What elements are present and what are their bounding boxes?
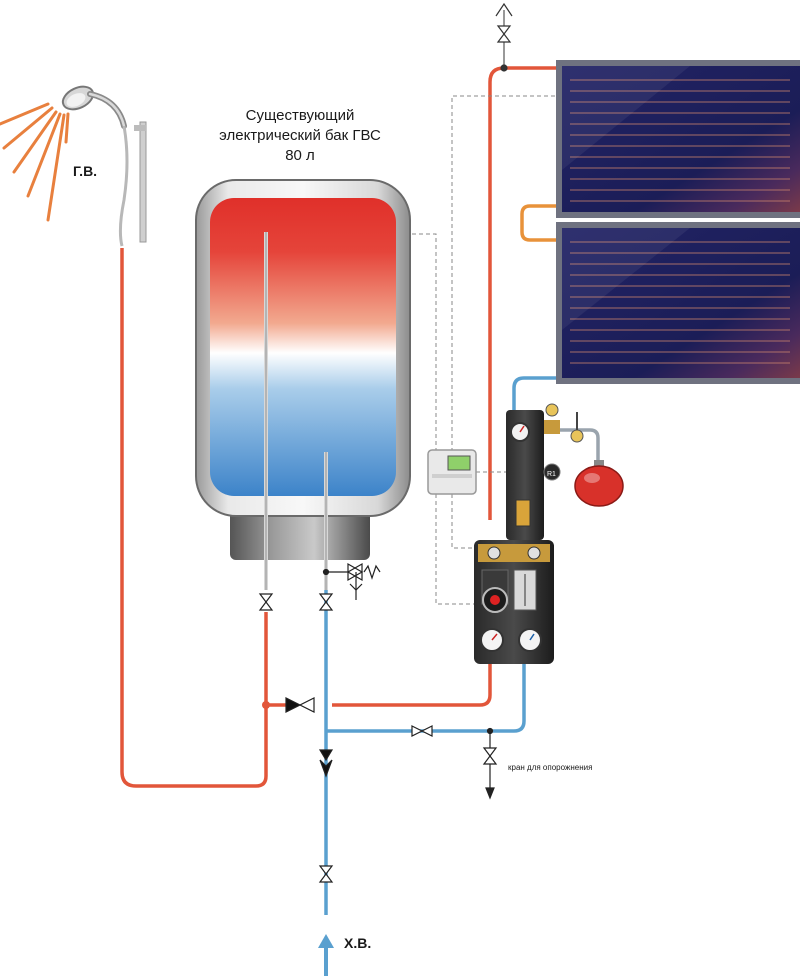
tank-title: Существующий электрический бак ГВС 80 л	[190, 106, 410, 166]
return-valve-icon	[411, 725, 433, 737]
tank-hot-valve-icon	[258, 593, 274, 611]
solar-pump-station: R1	[474, 403, 561, 664]
solar-controller-icon	[427, 449, 477, 495]
cold-inlet-arrow-icon	[318, 934, 334, 976]
cold-water-label: Х.В.	[344, 935, 372, 951]
tank-volume: 80 л	[285, 147, 315, 164]
tank-title-line1: Существующий	[245, 107, 355, 124]
drain-valve-label: кран для опорожнения	[508, 763, 593, 772]
check-valve-icon	[285, 697, 315, 713]
safety-valve-icon	[322, 562, 381, 600]
hot-water-tank	[195, 179, 411, 590]
collector-connector	[520, 204, 556, 242]
cold-check-valve-icon	[318, 749, 334, 778]
air-vent-icon	[495, 2, 513, 72]
svg-text:R1: R1	[547, 471, 556, 478]
shower-head-icon	[0, 85, 147, 247]
solar-collector-bottom	[556, 222, 800, 384]
drain-valve-icon	[482, 727, 498, 800]
expansion-vessel-icon	[570, 412, 624, 507]
hot-water-label: Г.В.	[73, 163, 98, 179]
hot-junction	[262, 701, 270, 709]
tank-title-line2: электрический бак ГВС	[219, 127, 381, 144]
tank-cold-valve-icon	[318, 593, 334, 611]
solar-collector-top	[556, 60, 800, 218]
cold-inlet-valve-icon	[318, 865, 334, 883]
